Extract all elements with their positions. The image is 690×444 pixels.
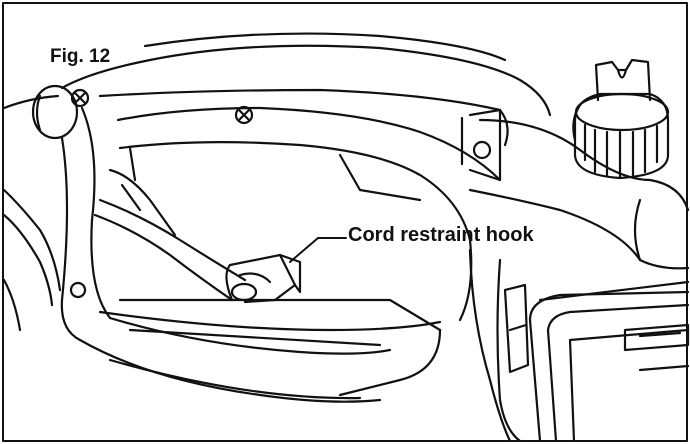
handle-end-cap: [31, 84, 79, 140]
figure-label: Fig. 12: [48, 46, 113, 67]
switch: [503, 283, 530, 374]
screw-left: [70, 88, 90, 108]
control-knob: [572, 58, 670, 180]
display-screen: [528, 280, 690, 443]
right-housing: [338, 118, 690, 443]
callout-label-cord-restraint-hook: Cord restraint hook: [348, 224, 534, 246]
cord-restraint-hook: [93, 168, 302, 304]
top-handle-bar: [60, 32, 552, 182]
handle-left-arm: [60, 106, 392, 403]
base-plate: [108, 298, 442, 400]
screw-center: [234, 105, 254, 125]
callout-leader-line: [289, 237, 347, 263]
background-arcs: [2, 94, 62, 332]
